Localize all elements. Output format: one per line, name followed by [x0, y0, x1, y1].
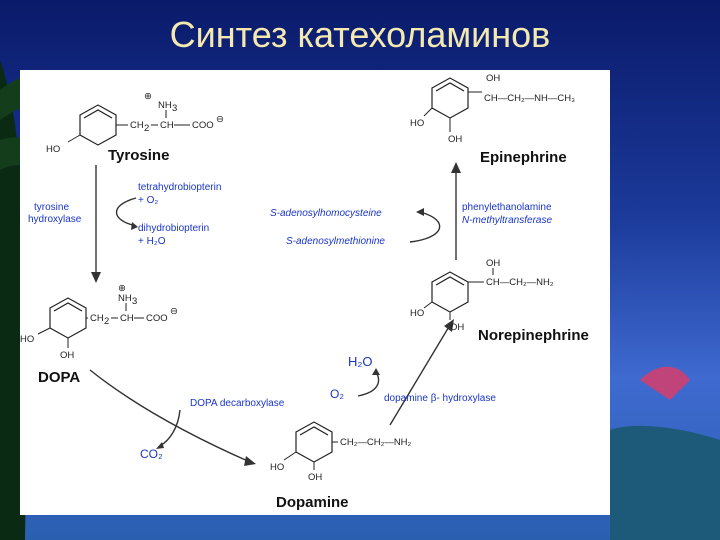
- dopa-decarboxylase-label: DOPA decarboxylase: [190, 398, 285, 409]
- dbh-label: dopamine β- hydroxylase: [384, 393, 496, 404]
- epinephrine-oh-top: OH: [486, 73, 500, 84]
- dopamine-oh: OH: [308, 472, 322, 483]
- dopa-nh3-sub: 3: [132, 296, 137, 307]
- sam-label: S-adenosylmethionine: [286, 236, 385, 247]
- co2-label: CO₂: [140, 447, 163, 461]
- pnmt-label-2: N-methyltransferase: [462, 215, 552, 226]
- arrowhead: [416, 208, 424, 216]
- bh4-label-2: + O₂: [138, 195, 158, 206]
- sah-label: S-adenosylhomocysteine: [270, 208, 382, 219]
- epinephrine-chain: CH—CH₂—NH—CH₃: [484, 93, 575, 104]
- epinephrine-oh: OH: [448, 134, 462, 145]
- tyrosine-structure: CH 2 CH COO ⊖ NH 3 ⊕ HO Tyrosine: [46, 91, 224, 164]
- tyrosine-minus: ⊖: [216, 114, 224, 125]
- slide-title: Синтез катехоламинов: [169, 14, 551, 55]
- dopa-ch2: CH: [90, 313, 104, 324]
- pathway-diagram: CH 2 CH COO ⊖ NH 3 ⊕ HO Tyrosine tyrosin…: [20, 73, 589, 511]
- tyrosine-ch2-sub: 2: [144, 123, 149, 134]
- tyrosine-name: Tyrosine: [108, 147, 169, 164]
- cofactor-curve-arrow: [116, 197, 137, 227]
- pnmt-label-1: phenylethanolamine: [462, 202, 552, 213]
- arrowhead: [91, 272, 101, 283]
- diagram-panel: CH 2 CH COO ⊖ NH 3 ⊕ HO Tyrosine tyrosin…: [20, 70, 610, 515]
- dopa-plus: ⊕: [118, 283, 126, 294]
- norepinephrine-oh: OH: [450, 322, 464, 333]
- tyrosine-ch2: CH: [130, 120, 144, 131]
- dopa-ch: CH: [120, 313, 134, 324]
- tyrosine-nh3-sub: 3: [172, 103, 177, 114]
- tyrosine-ch: CH: [160, 120, 174, 131]
- co2-release-arrow: [159, 409, 181, 447]
- arrowhead: [244, 456, 256, 466]
- dopa-ho: HO: [20, 334, 34, 345]
- arrowhead: [444, 319, 454, 332]
- dopa-ch2-sub: 2: [104, 316, 109, 327]
- dopamine-to-norepinephrine-arrow: [389, 324, 451, 426]
- tyrosine-hydroxylase-label-2: hydroxylase: [28, 214, 82, 225]
- norepinephrine-oh-top: OH: [486, 258, 500, 269]
- epinephrine-ho: HO: [410, 118, 424, 129]
- dopa-minus: ⊖: [170, 306, 178, 317]
- norepinephrine-chain: CH—CH₂—NH₂: [486, 277, 554, 288]
- norepinephrine-name: Norepinephrine: [478, 327, 589, 344]
- bh2-label-2: + H₂O: [138, 236, 166, 247]
- dopamine-structure: CH₂—CH₂—NH₂ HO OH Dopamine: [270, 421, 412, 511]
- arrowhead: [451, 162, 461, 173]
- arrowhead: [372, 368, 380, 375]
- o2-label: O₂: [330, 387, 344, 401]
- bh4-label-1: tetrahydrobiopterin: [138, 182, 221, 193]
- sam-sah-curve-arrow: [409, 211, 441, 243]
- dopa-oh: OH: [60, 350, 74, 361]
- epinephrine-structure: CH—CH₂—NH—CH₃ OH HO OH Epinephrine: [410, 73, 575, 166]
- tyrosine-coo: COO: [192, 120, 214, 131]
- dopamine-chain: CH₂—CH₂—NH₂: [340, 437, 412, 448]
- tyrosine-plus: ⊕: [144, 91, 152, 102]
- tyrosine-ho: HO: [46, 144, 60, 155]
- o2-h2o-curve-arrow: [357, 371, 380, 397]
- tyrosine-hydroxylase-label-1: tyrosine: [34, 202, 69, 213]
- h2o-label: H₂O: [348, 354, 373, 369]
- tyrosine-nh3: NH: [158, 100, 172, 111]
- dopa-to-dopamine-arrow: [89, 369, 251, 463]
- epinephrine-name: Epinephrine: [480, 149, 567, 166]
- arrowhead: [156, 442, 164, 449]
- dopa-nh3: NH: [118, 293, 132, 304]
- bh2-label-1: dihydrobiopterin: [138, 223, 209, 234]
- norepinephrine-structure: CH—CH₂—NH₂ OH HO OH Norepinephrine: [410, 258, 589, 344]
- dopa-name: DOPA: [38, 369, 80, 386]
- norepinephrine-ho: HO: [410, 308, 424, 319]
- dopa-coo: COO: [146, 313, 168, 324]
- dopa-structure: CH 2 CH COO ⊖ NH 3 ⊕ HO OH DOPA: [20, 283, 178, 386]
- arrowhead: [131, 222, 138, 230]
- dopamine-ho: HO: [270, 462, 284, 473]
- dopamine-name: Dopamine: [276, 494, 349, 511]
